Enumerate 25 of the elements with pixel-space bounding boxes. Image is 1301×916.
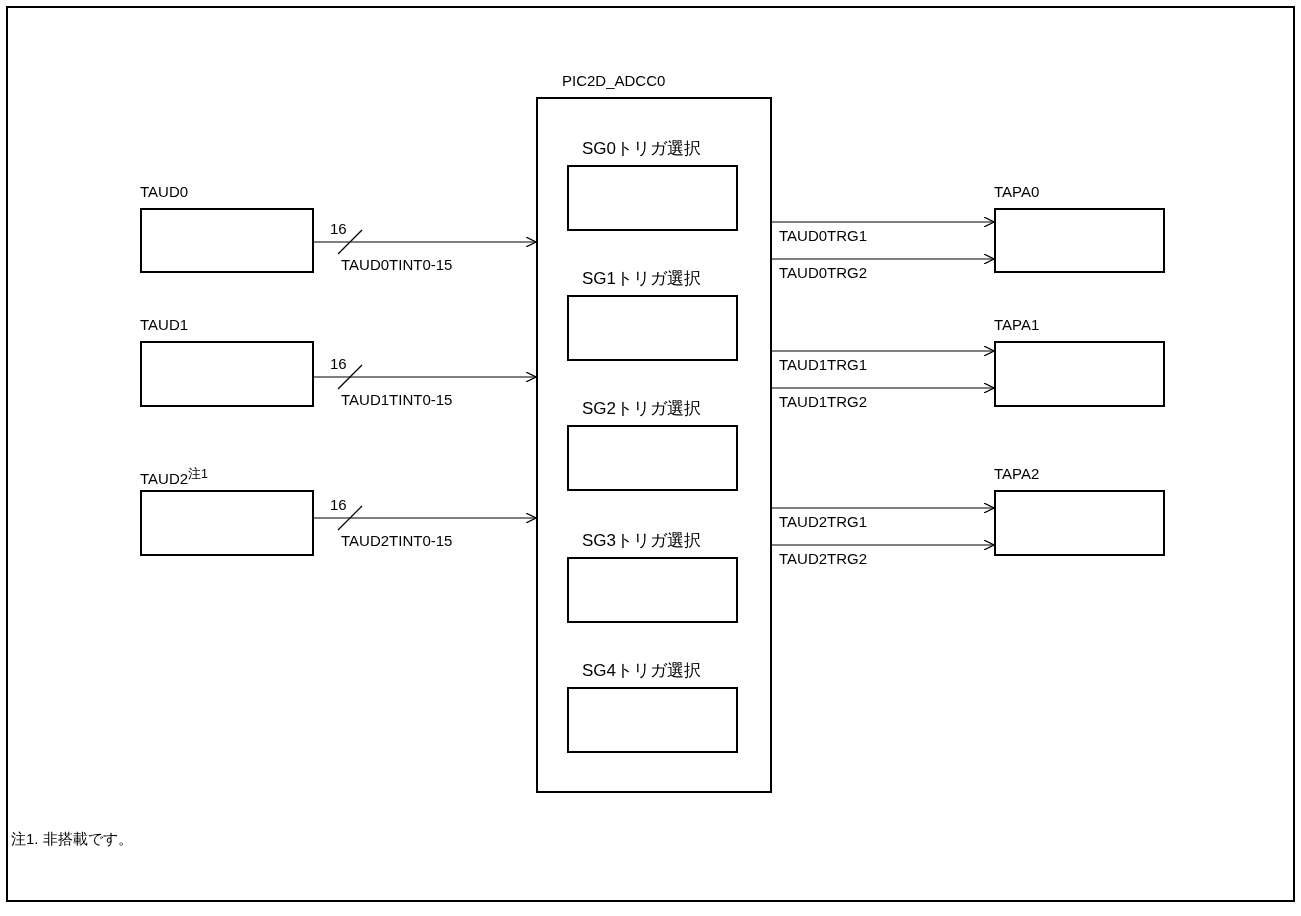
bus-width-label: 16: [329, 496, 348, 514]
arrow: [313, 236, 537, 248]
bus-width-label: 16: [329, 220, 348, 238]
block-label: SG0トリガ選択: [582, 139, 702, 159]
block-label: SG3トリガ選択: [582, 531, 702, 551]
arrow: [313, 371, 537, 383]
arrow: [771, 345, 995, 357]
footnote: 注1. 非搭載です。: [10, 830, 134, 848]
block-label: TAPA0: [994, 182, 1040, 202]
block-label: TAUD0: [140, 182, 189, 202]
bus-width-label: 16: [329, 355, 348, 373]
block-label: SG2トリガ選択: [582, 399, 702, 419]
block-label: TAPA1: [994, 315, 1040, 335]
arrow: [771, 253, 995, 265]
block-label: TAPA2: [994, 464, 1040, 484]
block-label: TAUD1: [140, 315, 189, 335]
block-label: TAUD2$^{注1}$: [140, 466, 208, 489]
arrow: [771, 216, 995, 228]
block-label: SG4トリガ選択: [582, 661, 702, 681]
arrow: [313, 512, 537, 524]
arrow: [771, 502, 995, 514]
block-label: SG1トリガ選択: [582, 269, 702, 289]
arrow: [771, 382, 995, 394]
block-label: PIC2D_ADCC0: [562, 71, 666, 91]
arrow: [771, 539, 995, 551]
